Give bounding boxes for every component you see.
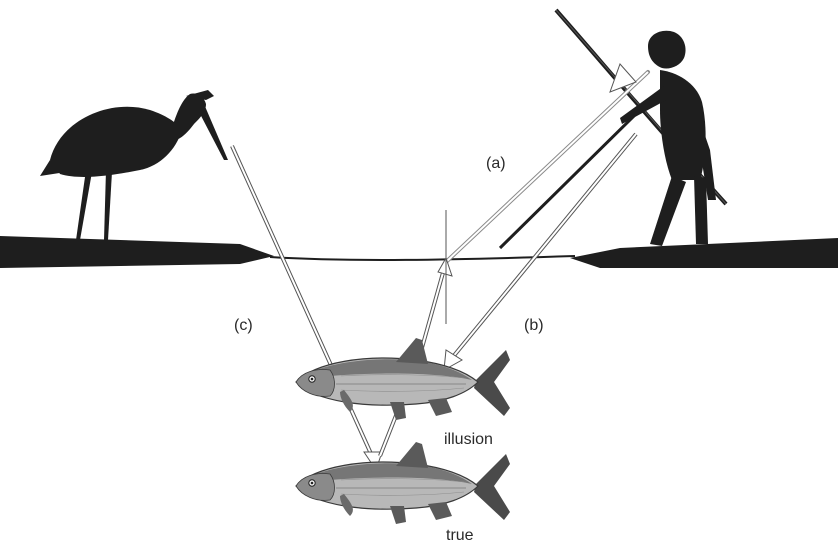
ray-c: [232, 146, 382, 470]
left-bank: [0, 236, 274, 268]
label-illusion: illusion: [444, 431, 493, 448]
label-c: (c): [234, 317, 253, 334]
fish-true-icon: [296, 442, 510, 524]
arrow-shaft: [500, 112, 638, 248]
heron-silhouette-icon: [40, 90, 228, 240]
fish-illusion-icon: [296, 338, 510, 420]
archer-silhouette-icon: [556, 10, 726, 246]
label-true: true: [446, 527, 474, 544]
ray-a: [446, 64, 648, 262]
label-a: (a): [486, 155, 506, 172]
label-b: (b): [524, 317, 544, 334]
water-surface: [270, 256, 575, 260]
